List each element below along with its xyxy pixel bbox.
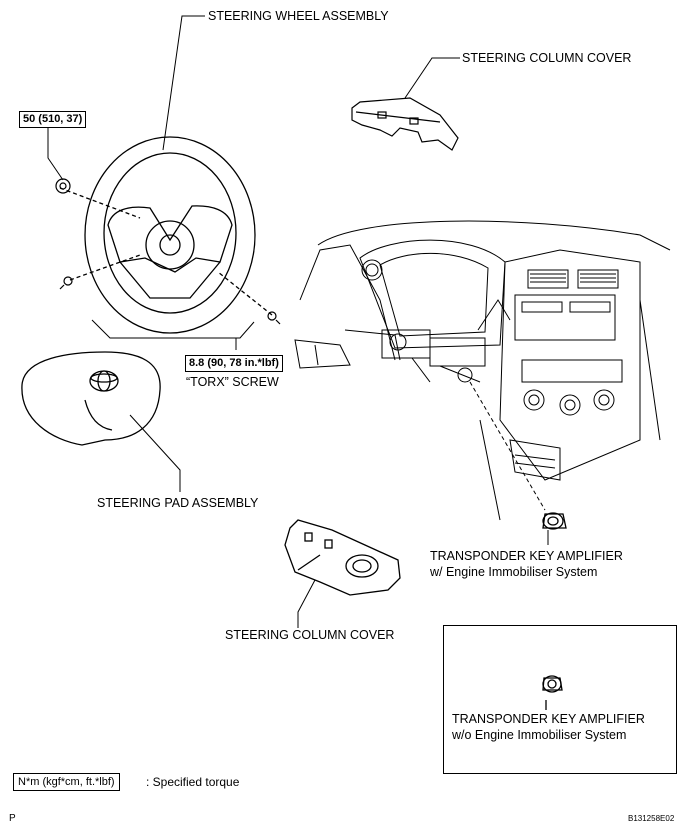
steering-pad xyxy=(21,351,161,446)
label-steering-column-cover-lower: STEERING COLUMN COVER xyxy=(225,628,395,642)
label-transponder-w-line1: TRANSPONDER KEY AMPLIFIER xyxy=(430,549,623,563)
label-steering-pad-assembly: STEERING PAD ASSEMBLY xyxy=(97,496,259,510)
leader-torque-screw xyxy=(91,319,255,339)
dashboard xyxy=(294,220,671,521)
steering-wheel xyxy=(59,136,273,334)
label-transponder-wo-line2: w/o Engine Immobiliser System xyxy=(452,728,627,742)
torque-spec-nut: 50 (510, 37) xyxy=(19,111,87,128)
label-torx-screw: “TORX” SCREW xyxy=(186,375,279,389)
legend-unit-box: N*m (kgf*cm, ft.*lbf) xyxy=(13,773,120,791)
figure-code: B131258E02 xyxy=(628,814,675,823)
torque-spec-screw: 8.8 (90, 78 in.*lbf) xyxy=(185,355,283,372)
inset-frame xyxy=(443,625,677,774)
leader-torque-nut xyxy=(47,124,64,181)
leader-steering-pad xyxy=(129,414,181,492)
page-marker: P xyxy=(9,813,16,824)
leader-column-cover-lower xyxy=(297,579,316,628)
label-transponder-w-line2: w/ Engine Immobiliser System xyxy=(430,565,598,579)
label-transponder-wo-line1: TRANSPONDER KEY AMPLIFIER xyxy=(452,712,645,726)
nut xyxy=(55,178,71,194)
leader-steering-wheel xyxy=(162,15,205,151)
leader-column-cover-upper xyxy=(404,57,460,99)
transponder-amplifier-w xyxy=(542,512,567,530)
label-steering-column-cover-upper: STEERING COLUMN COVER xyxy=(462,51,632,65)
torx-screws xyxy=(59,276,281,325)
transponder-amplifier-wo xyxy=(542,675,563,710)
column-cover-upper xyxy=(351,97,459,151)
column-cover-lower xyxy=(284,519,401,596)
legend-description: : Specified torque xyxy=(146,775,240,789)
label-steering-wheel-assembly: STEERING WHEEL ASSEMBLY xyxy=(208,9,389,23)
